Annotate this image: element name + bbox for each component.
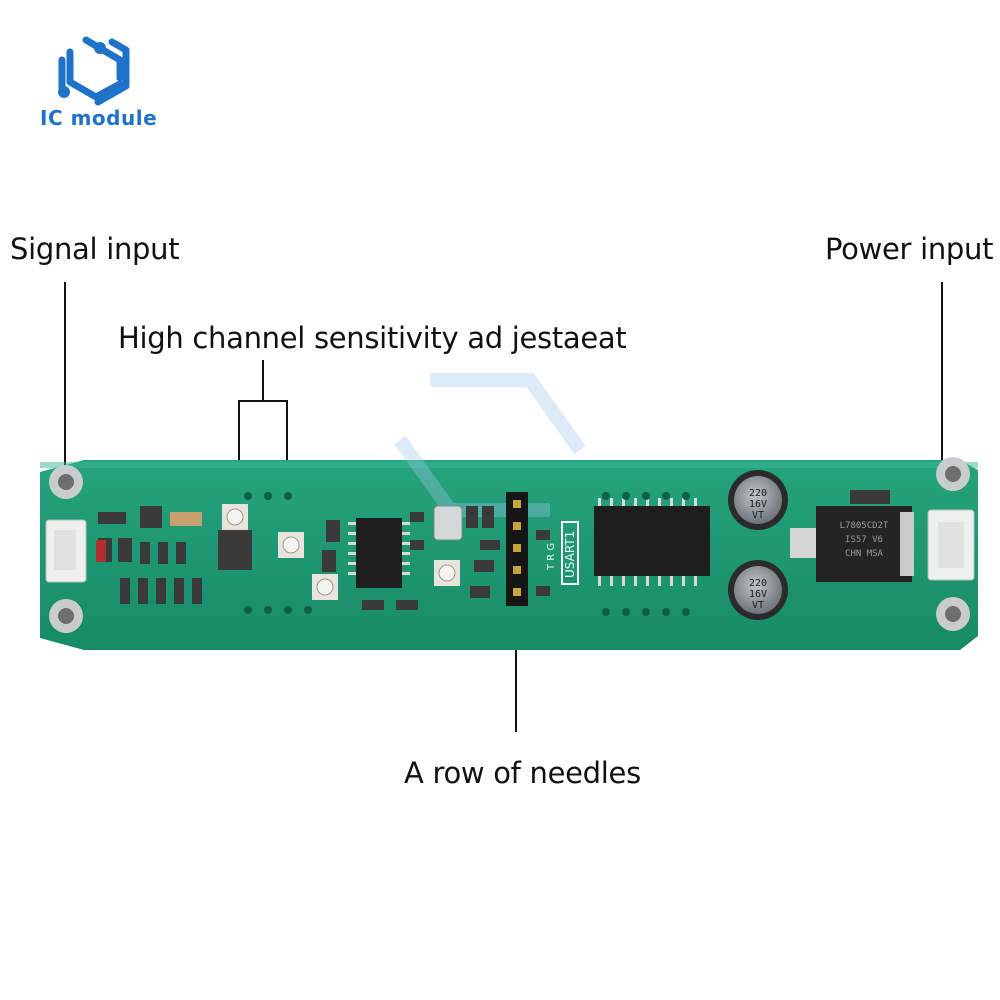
cap2-line1: 220 [749,578,767,589]
power-leader-line [941,282,943,470]
pin-silkscreen: T R G [546,543,557,571]
sensitivity-leader-bar [238,400,288,402]
cap2-line3: VT [752,600,764,611]
needles-label: A row of needles [404,756,641,790]
brand-name: IC module [40,106,158,130]
regulator-line1: L7805CD2T [840,521,889,531]
regulator-line3: CHN MSA [845,549,884,559]
sensitivity-label: High channel sensitivity ad jestaeat [118,321,627,355]
signal-leader-line [64,282,66,470]
sensitivity-leader-stem [262,360,264,402]
signal-input-label: Signal input [10,232,180,266]
sensitivity-leader-left [238,400,240,492]
cap1-line3: VT [752,510,764,521]
needles-leader-line [515,612,517,732]
cap1-line1: 220 [749,488,767,499]
usart-silkscreen: USART1 [563,531,577,578]
cap1-line2: 16V [749,499,767,510]
regulator-line2: IS57 V6 [845,535,883,545]
power-input-label: Power input [825,232,994,266]
cap2-line2: 16V [749,589,767,600]
